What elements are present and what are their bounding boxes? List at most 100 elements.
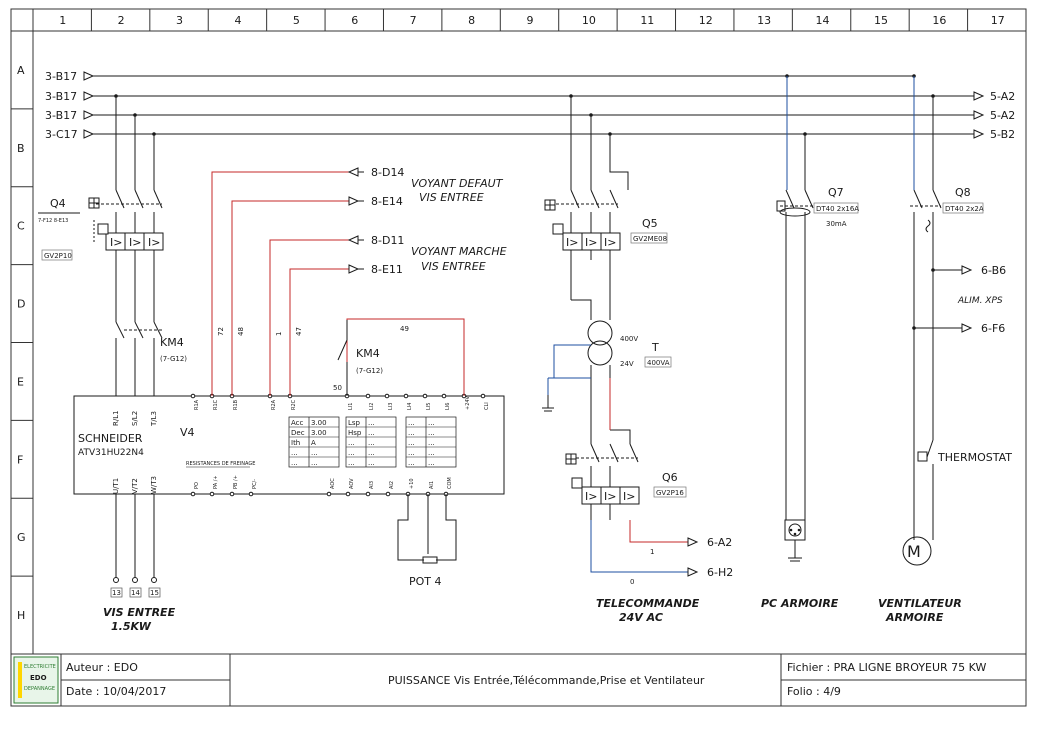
param-value: ... — [368, 459, 375, 467]
drive-terminal-bottom-label: AOC — [330, 478, 336, 489]
wire-47: 47 — [295, 327, 303, 336]
bus-label-3: 3-B17 — [45, 109, 77, 122]
grid-row-label: G — [17, 531, 26, 544]
trip-glyph: I> — [129, 236, 141, 249]
km4-aux-ref: (7-G12) — [356, 367, 383, 375]
param-name: ... — [408, 459, 415, 467]
drive-in-r: R/L1 — [112, 410, 120, 426]
param-name: ... — [348, 449, 355, 457]
param-name: Ith — [291, 439, 300, 447]
bus-out-1: 5-A2 — [990, 90, 1015, 103]
param-name: ... — [408, 429, 415, 437]
grid-row-label: E — [17, 375, 24, 388]
caption-vent-sub: ARMOIRE — [885, 611, 944, 624]
drive-terminal-bottom-label: AOV — [349, 478, 355, 489]
ref-6-F6: 6-F6 — [981, 322, 1005, 335]
trip-glyph: I> — [604, 236, 616, 249]
drive-terminal-bottom-label: PB /+ — [233, 475, 239, 489]
grid-column-label: 4 — [234, 14, 241, 27]
param-name: Hsp — [348, 429, 362, 437]
grid-column-label: 9 — [527, 14, 534, 27]
drive-terminal-top-label: LI5 — [426, 403, 432, 410]
pc-wiring — [776, 134, 814, 562]
param-value: ... — [428, 449, 435, 457]
grid-column-label: 8 — [468, 14, 475, 27]
thermostat-label: THERMOSTAT — [937, 451, 1012, 464]
caption-tele: TELECOMMANDE — [596, 597, 700, 610]
alim-arrows — [961, 265, 973, 333]
trip-glyph: I> — [566, 236, 578, 249]
ref-8-D11: 8-D11 — [371, 234, 404, 247]
param-value: ... — [428, 439, 435, 447]
voyant-marche-label: VOYANT MARCHE — [411, 245, 507, 258]
wire-48: 48 — [237, 327, 245, 336]
grid-column-label: 2 — [118, 14, 125, 27]
drive-terminal-top-label: LI3 — [388, 403, 394, 410]
terminal-15: 15 — [150, 589, 159, 597]
wire-50: 50 — [333, 384, 342, 392]
drive-terminal-bottom — [229, 491, 235, 497]
drive-in-t: T/L3 — [150, 411, 158, 427]
drive-in-s: S/L2 — [131, 411, 139, 426]
logo-line-3: DEPANNAGE — [24, 686, 55, 692]
brake-label: RESISTANCES DE FREINAGE — [186, 461, 255, 467]
param-name: Lsp — [348, 419, 361, 427]
drive-terminal-bottom-label: +10 — [409, 478, 415, 489]
terminal-13: 13 — [112, 589, 121, 597]
q4-protection-blocks — [93, 220, 164, 251]
param-name: Acc — [291, 419, 304, 427]
drive-terminal-bottom-label: PA /+ — [213, 475, 219, 489]
drive-terminal-bottom-label: AI1 — [429, 481, 435, 489]
param-value: ... — [368, 449, 375, 457]
ref-6-A2: 6-A2 — [707, 536, 732, 549]
drive-terminal-top-label: LI6 — [445, 403, 451, 410]
drive-terminal-bottom — [209, 491, 215, 497]
grid-column-label: 7 — [410, 14, 417, 27]
trip-glyph: I> — [623, 490, 635, 503]
ref-6-B6: 6-B6 — [981, 264, 1006, 277]
grid-row-label: H — [17, 609, 25, 622]
grid-row-label: D — [17, 298, 25, 311]
drive-terminal-bottom — [365, 491, 371, 497]
caption-vis-power: 1.5KW — [111, 620, 152, 633]
km4-ref: (7-G12) — [160, 355, 187, 363]
wire-49: 49 — [400, 325, 409, 333]
tele-arrows — [687, 537, 699, 577]
drive-terminal-top-label: R1A — [194, 399, 200, 410]
junction-dots — [114, 74, 935, 330]
param-name: ... — [348, 459, 355, 467]
grid-column-label: 13 — [757, 14, 771, 27]
alim-label: ALIM. XPS — [957, 296, 1003, 306]
company-logo: ELECTRICITE EDO DEPANNAGE — [13, 656, 59, 704]
trip-glyph: I> — [148, 236, 160, 249]
drive-terminal-top-label: R2C — [291, 399, 297, 410]
drive-terminal-top — [190, 393, 196, 399]
drive-terminal-top-label: R1C — [213, 399, 219, 410]
grid-row-label: F — [17, 453, 23, 466]
drive-brand: SCHNEIDER — [78, 432, 143, 445]
q4-refs: 7-F12 8-E13 — [38, 218, 68, 224]
drive-terminal-top-label: CLI — [484, 402, 490, 410]
param-name: ... — [408, 439, 415, 447]
pot-wiring — [397, 494, 457, 564]
drive-terminal-bottom — [190, 491, 196, 497]
grid-row-label: C — [17, 220, 25, 233]
wire-1: 1 — [275, 332, 283, 336]
folio: Folio : 4/9 — [787, 685, 841, 698]
q6-protection-blocks — [571, 477, 640, 505]
bus-label-4: 3-C17 — [45, 128, 78, 141]
trip-glyph: I> — [110, 236, 122, 249]
drive-terminal-top — [365, 393, 371, 399]
transformer-primary: 400V — [620, 335, 638, 343]
drive-terminal-top — [480, 393, 486, 399]
transformer-rating: 400VA — [647, 359, 670, 367]
drive-terminal-bottom — [345, 491, 351, 497]
grid-row-label: B — [17, 142, 25, 155]
param-value: ... — [311, 449, 318, 457]
grid-column-label: 17 — [991, 14, 1005, 27]
grid-column-label: 3 — [176, 14, 183, 27]
q6-label: Q6 — [662, 471, 678, 484]
drive-name: V4 — [180, 426, 195, 439]
signal-arrow-out — [348, 196, 360, 274]
